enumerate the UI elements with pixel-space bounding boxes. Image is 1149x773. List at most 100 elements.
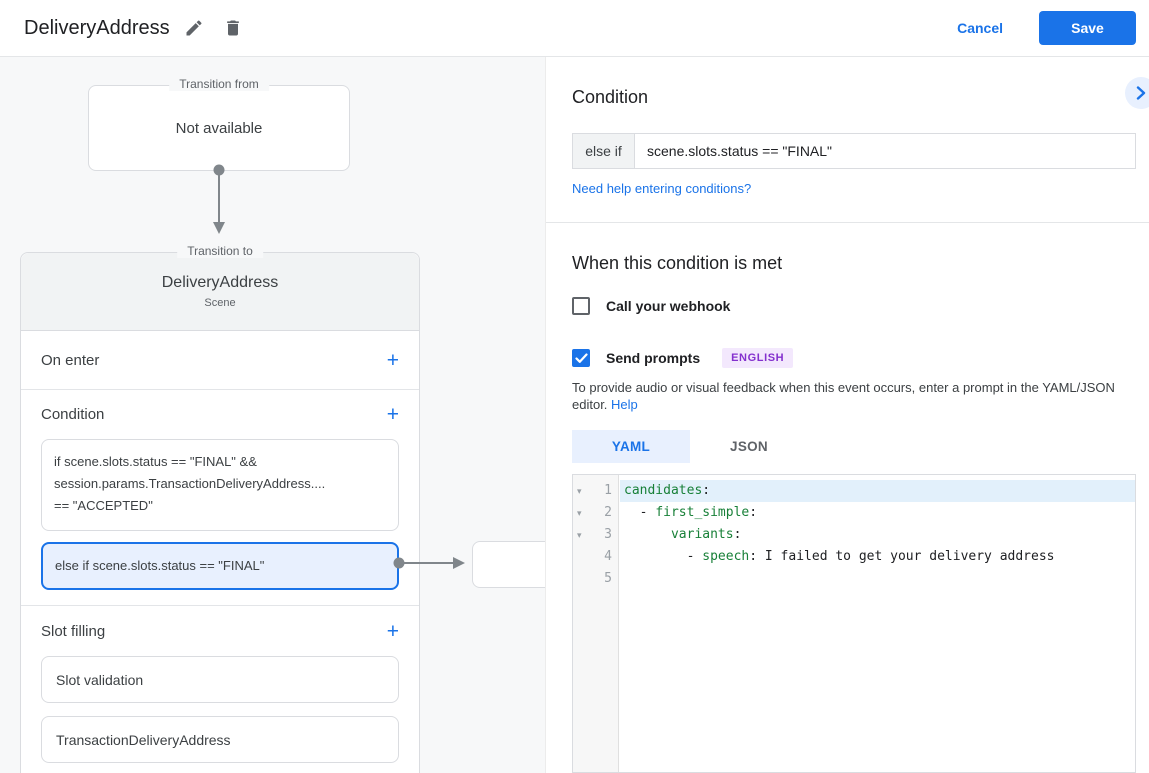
edit-scene-button[interactable] bbox=[179, 13, 209, 43]
language-badge: ENGLISH bbox=[722, 348, 794, 368]
code-bullet: - bbox=[639, 505, 656, 520]
transition-from-value: Not available bbox=[175, 119, 263, 137]
add-condition-icon[interactable]: + bbox=[386, 403, 399, 426]
gutter-cell: ▾ 3 bbox=[573, 524, 620, 546]
card-divider bbox=[21, 605, 419, 606]
condition-input-row: else if bbox=[572, 133, 1136, 169]
fold-icon[interactable]: ▾ bbox=[577, 530, 582, 540]
condition-line: if scene.slots.status == "FINAL" && bbox=[54, 454, 257, 469]
line-number: 5 bbox=[604, 571, 612, 586]
fold-icon[interactable]: ▾ bbox=[577, 486, 582, 496]
code-line[interactable]: ▾ 2 - first_simple: bbox=[573, 502, 1135, 524]
transition-from-label: Transition from bbox=[169, 77, 269, 91]
send-prompts-checkbox[interactable] bbox=[572, 349, 590, 367]
scene-flow-panel: Transition from Not available Transition… bbox=[0, 57, 546, 773]
code-indent bbox=[624, 549, 687, 564]
code-text: - first_simple: bbox=[620, 502, 1135, 524]
code-colon: : bbox=[702, 483, 711, 498]
yaml-key: first_simple bbox=[655, 505, 750, 520]
trash-icon bbox=[223, 18, 243, 38]
editor-hint-text: To provide audio or visual feedback when… bbox=[572, 380, 1115, 412]
arrow-down-connector bbox=[213, 164, 225, 234]
code-line[interactable]: ▾ 1 candidates: bbox=[573, 480, 1135, 502]
editor-lines: ▾ 1 candidates: ▾ 2 - first_simple: ▾ bbox=[573, 480, 1135, 590]
code-value: I failed to get your delivery address bbox=[757, 549, 1055, 564]
code-text: - speech: I failed to get your delivery … bbox=[620, 546, 1135, 568]
condition-section-label: Condition bbox=[41, 406, 105, 423]
pencil-icon bbox=[184, 18, 204, 38]
gutter-cell: 5 bbox=[573, 568, 620, 590]
checkmark-icon bbox=[574, 352, 588, 364]
top-bar: DeliveryAddress Cancel Save bbox=[0, 0, 1149, 57]
yaml-key: candidates bbox=[624, 483, 703, 498]
yaml-code-editor[interactable]: ▾ 1 candidates: ▾ 2 - first_simple: ▾ bbox=[572, 474, 1136, 773]
yaml-key: variants bbox=[670, 527, 734, 542]
slot-filling-label: Slot filling bbox=[41, 622, 106, 640]
tab-json[interactable]: JSON bbox=[690, 430, 808, 463]
format-tabs: YAML JSON bbox=[572, 430, 808, 463]
condition-editor-panel: Condition else if Need help entering con… bbox=[546, 57, 1149, 773]
scene-card-header[interactable]: DeliveryAddress Scene bbox=[21, 253, 419, 331]
card-divider bbox=[21, 389, 419, 390]
yaml-key: speech bbox=[702, 549, 750, 564]
code-text: variants: bbox=[620, 524, 1135, 546]
save-button[interactable]: Save bbox=[1039, 11, 1136, 45]
gutter-cell: ▾ 2 bbox=[573, 502, 620, 524]
line-number: 2 bbox=[604, 505, 612, 520]
condition-prefix: else if bbox=[572, 133, 634, 169]
scene-name: DeliveryAddress bbox=[161, 274, 279, 291]
panel-title: Condition bbox=[572, 87, 649, 107]
condition-item-selected[interactable]: else if scene.slots.status == "FINAL" bbox=[41, 542, 399, 590]
condition-section-row: Condition + bbox=[21, 390, 419, 439]
conditions-help-link[interactable]: Need help entering conditions? bbox=[572, 181, 752, 196]
add-on-enter-icon[interactable]: + bbox=[386, 348, 399, 372]
webhook-check-row[interactable]: Call your webhook bbox=[572, 297, 730, 315]
transition-from-box[interactable]: Transition from Not available bbox=[88, 77, 350, 171]
code-colon: : bbox=[733, 527, 742, 542]
webhook-label: Call your webhook bbox=[606, 298, 731, 314]
panel-divider bbox=[546, 222, 1149, 223]
editor-gutter bbox=[573, 475, 619, 772]
line-number: 3 bbox=[604, 527, 612, 542]
fold-icon[interactable]: ▾ bbox=[577, 508, 582, 518]
on-enter-row: On enter + bbox=[21, 331, 419, 389]
code-line[interactable]: 5 bbox=[573, 568, 1135, 590]
transition-to-label: Transition to bbox=[177, 244, 263, 258]
add-slot-icon[interactable]: + bbox=[386, 619, 399, 643]
condition-line: else if scene.slots.status == "FINAL" bbox=[55, 558, 265, 573]
condition-line: == "ACCEPTED" bbox=[54, 498, 153, 513]
line-number: 4 bbox=[604, 549, 612, 564]
scene-type: Scene bbox=[204, 297, 236, 309]
send-prompts-check-row[interactable]: Send prompts ENGLISH bbox=[572, 348, 794, 368]
tab-yaml[interactable]: YAML bbox=[572, 430, 690, 463]
line-number: 1 bbox=[604, 483, 612, 498]
cancel-button[interactable]: Cancel bbox=[957, 20, 1003, 36]
code-line[interactable]: 4 - speech: I failed to get your deliver… bbox=[573, 546, 1135, 568]
page-title: DeliveryAddress bbox=[24, 16, 170, 39]
scene-card: Transition to DeliveryAddress Scene On e… bbox=[20, 244, 420, 773]
gutter-cell: ▾ 1 bbox=[573, 480, 620, 502]
code-indent bbox=[624, 527, 671, 542]
code-bullet: - bbox=[686, 549, 703, 564]
gutter-cell: 4 bbox=[573, 546, 620, 568]
chevron-right-icon bbox=[1134, 86, 1148, 100]
code-text: candidates: bbox=[620, 480, 1135, 502]
webhook-checkbox[interactable] bbox=[572, 297, 590, 315]
transition-target-box[interactable] bbox=[472, 541, 545, 588]
code-colon: : bbox=[749, 549, 758, 564]
slot-validation-item[interactable]: Slot validation bbox=[41, 656, 399, 703]
delete-scene-button[interactable] bbox=[218, 13, 248, 43]
code-line[interactable]: ▾ 3 variants: bbox=[573, 524, 1135, 546]
code-colon: : bbox=[749, 505, 758, 520]
help-link[interactable]: Help bbox=[611, 397, 638, 412]
condition-item[interactable]: if scene.slots.status == "FINAL" && sess… bbox=[41, 439, 399, 531]
condition-line: session.params.TransactionDeliveryAddres… bbox=[54, 476, 326, 491]
when-met-title: When this condition is met bbox=[572, 253, 783, 273]
editor-hint: To provide audio or visual feedback when… bbox=[572, 379, 1132, 413]
slot-transaction-item[interactable]: TransactionDeliveryAddress bbox=[41, 716, 399, 763]
collapse-panel-button[interactable] bbox=[1125, 77, 1149, 109]
send-prompts-label: Send prompts bbox=[606, 350, 701, 366]
condition-expression-input[interactable] bbox=[634, 133, 1136, 169]
code-text bbox=[620, 568, 1135, 590]
